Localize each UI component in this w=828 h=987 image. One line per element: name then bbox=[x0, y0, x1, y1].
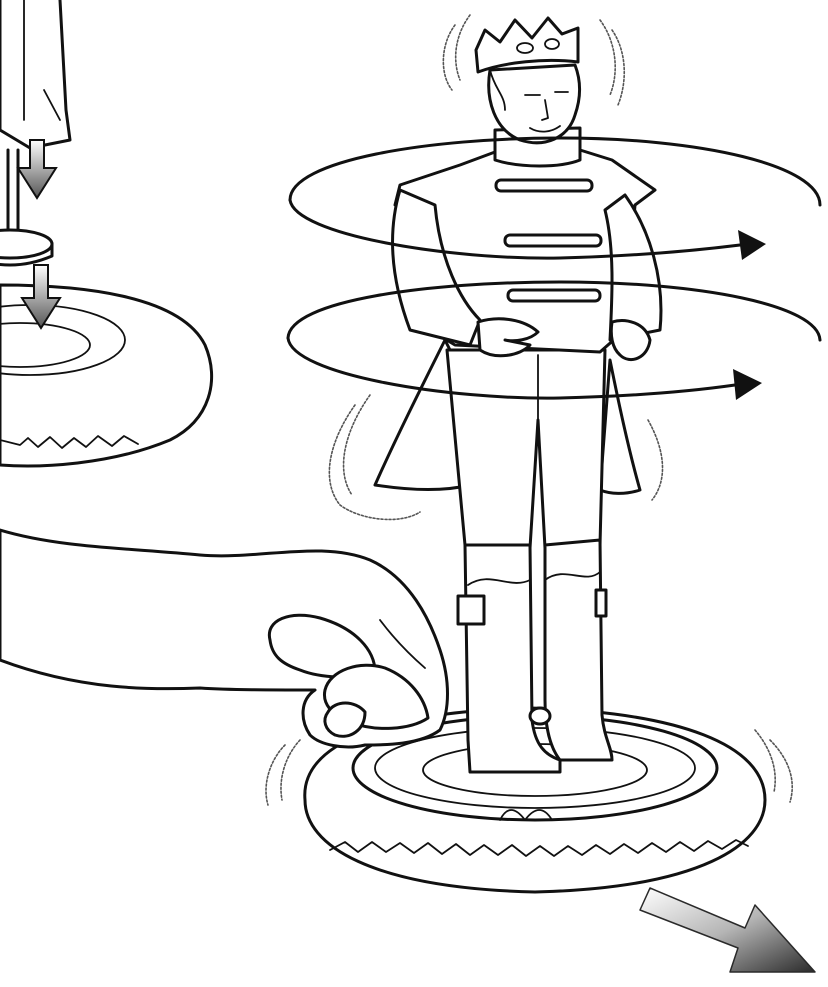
stand-disc bbox=[0, 230, 52, 258]
right-boot bbox=[545, 540, 612, 760]
trousers bbox=[447, 350, 605, 548]
stand-rod bbox=[8, 150, 18, 235]
cape-right bbox=[600, 360, 640, 493]
jacket-frog-2 bbox=[505, 235, 601, 246]
down-arrow-1 bbox=[18, 140, 56, 198]
jacket-frog-1 bbox=[496, 180, 592, 191]
jacket-frog-3 bbox=[508, 290, 600, 301]
right-sleeve bbox=[605, 195, 661, 340]
crown bbox=[476, 18, 578, 72]
rotation-arrowhead-lower bbox=[733, 369, 762, 400]
doll-legs bbox=[0, 0, 70, 148]
left-figure bbox=[0, 0, 212, 466]
direction-arrow bbox=[640, 888, 815, 972]
rotation-arrowhead-upper bbox=[738, 230, 766, 260]
